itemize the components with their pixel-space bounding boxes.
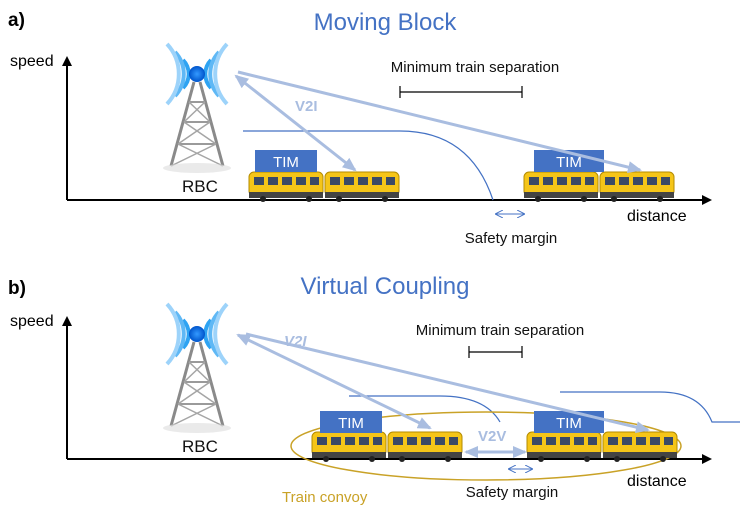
v2i-arrow-b-1 — [236, 333, 432, 430]
tim-label-b-1: TIM — [338, 415, 364, 432]
panel-b: b) Virtual Coupling speed distance RBC T… — [8, 273, 740, 506]
v2v-label: V2V — [478, 428, 506, 445]
min-separation-label-b: Minimum train separation — [416, 322, 584, 339]
tim-label-b-2: TIM — [556, 415, 582, 432]
braking-curve-b-2 — [560, 391, 740, 423]
rbc-label-b: RBC — [182, 437, 218, 456]
panel-a: a) Moving Block speed distance RBC TIM T… — [8, 9, 712, 247]
v2i-label-a: V2I — [295, 98, 318, 115]
train-b-1 — [311, 431, 463, 463]
safety-margin-label-b: Safety margin — [466, 484, 559, 501]
v2i-label-b: V2I — [284, 333, 307, 350]
panel-title-b: Virtual Coupling — [301, 273, 470, 300]
train-convoy-ellipse — [290, 411, 682, 481]
train-a-2 — [523, 171, 675, 203]
v2i-arrow-a-2 — [237, 70, 642, 173]
x-axis-label-a: distance — [627, 208, 687, 225]
panel-title-a: Moving Block — [314, 9, 458, 36]
y-axis-label-a: speed — [10, 53, 54, 70]
panel-label-a: a) — [8, 10, 25, 31]
braking-curve-a — [243, 130, 494, 201]
min-separation-label-a: Minimum train separation — [391, 59, 559, 76]
panel-label-b: b) — [8, 278, 26, 299]
braking-curve-b-1 — [349, 395, 501, 423]
safety-margin-label-a: Safety margin — [465, 230, 558, 247]
rbc-label-a: RBC — [182, 177, 218, 196]
rbc-tower-icon-a — [161, 42, 233, 175]
tim-label-a-1: TIM — [273, 154, 299, 171]
v2i-arrow-b-2 — [245, 332, 650, 434]
rbc-tower-icon-b — [161, 302, 233, 435]
train-a-1 — [248, 171, 400, 203]
x-axis-label-b: distance — [627, 473, 687, 490]
tim-label-a-2: TIM — [556, 154, 582, 171]
train-b-2 — [526, 431, 678, 463]
y-axis-label-b: speed — [10, 313, 54, 330]
v2i-arrow-a-1 — [234, 74, 357, 172]
train-convoy-label: Train convoy — [282, 489, 368, 506]
